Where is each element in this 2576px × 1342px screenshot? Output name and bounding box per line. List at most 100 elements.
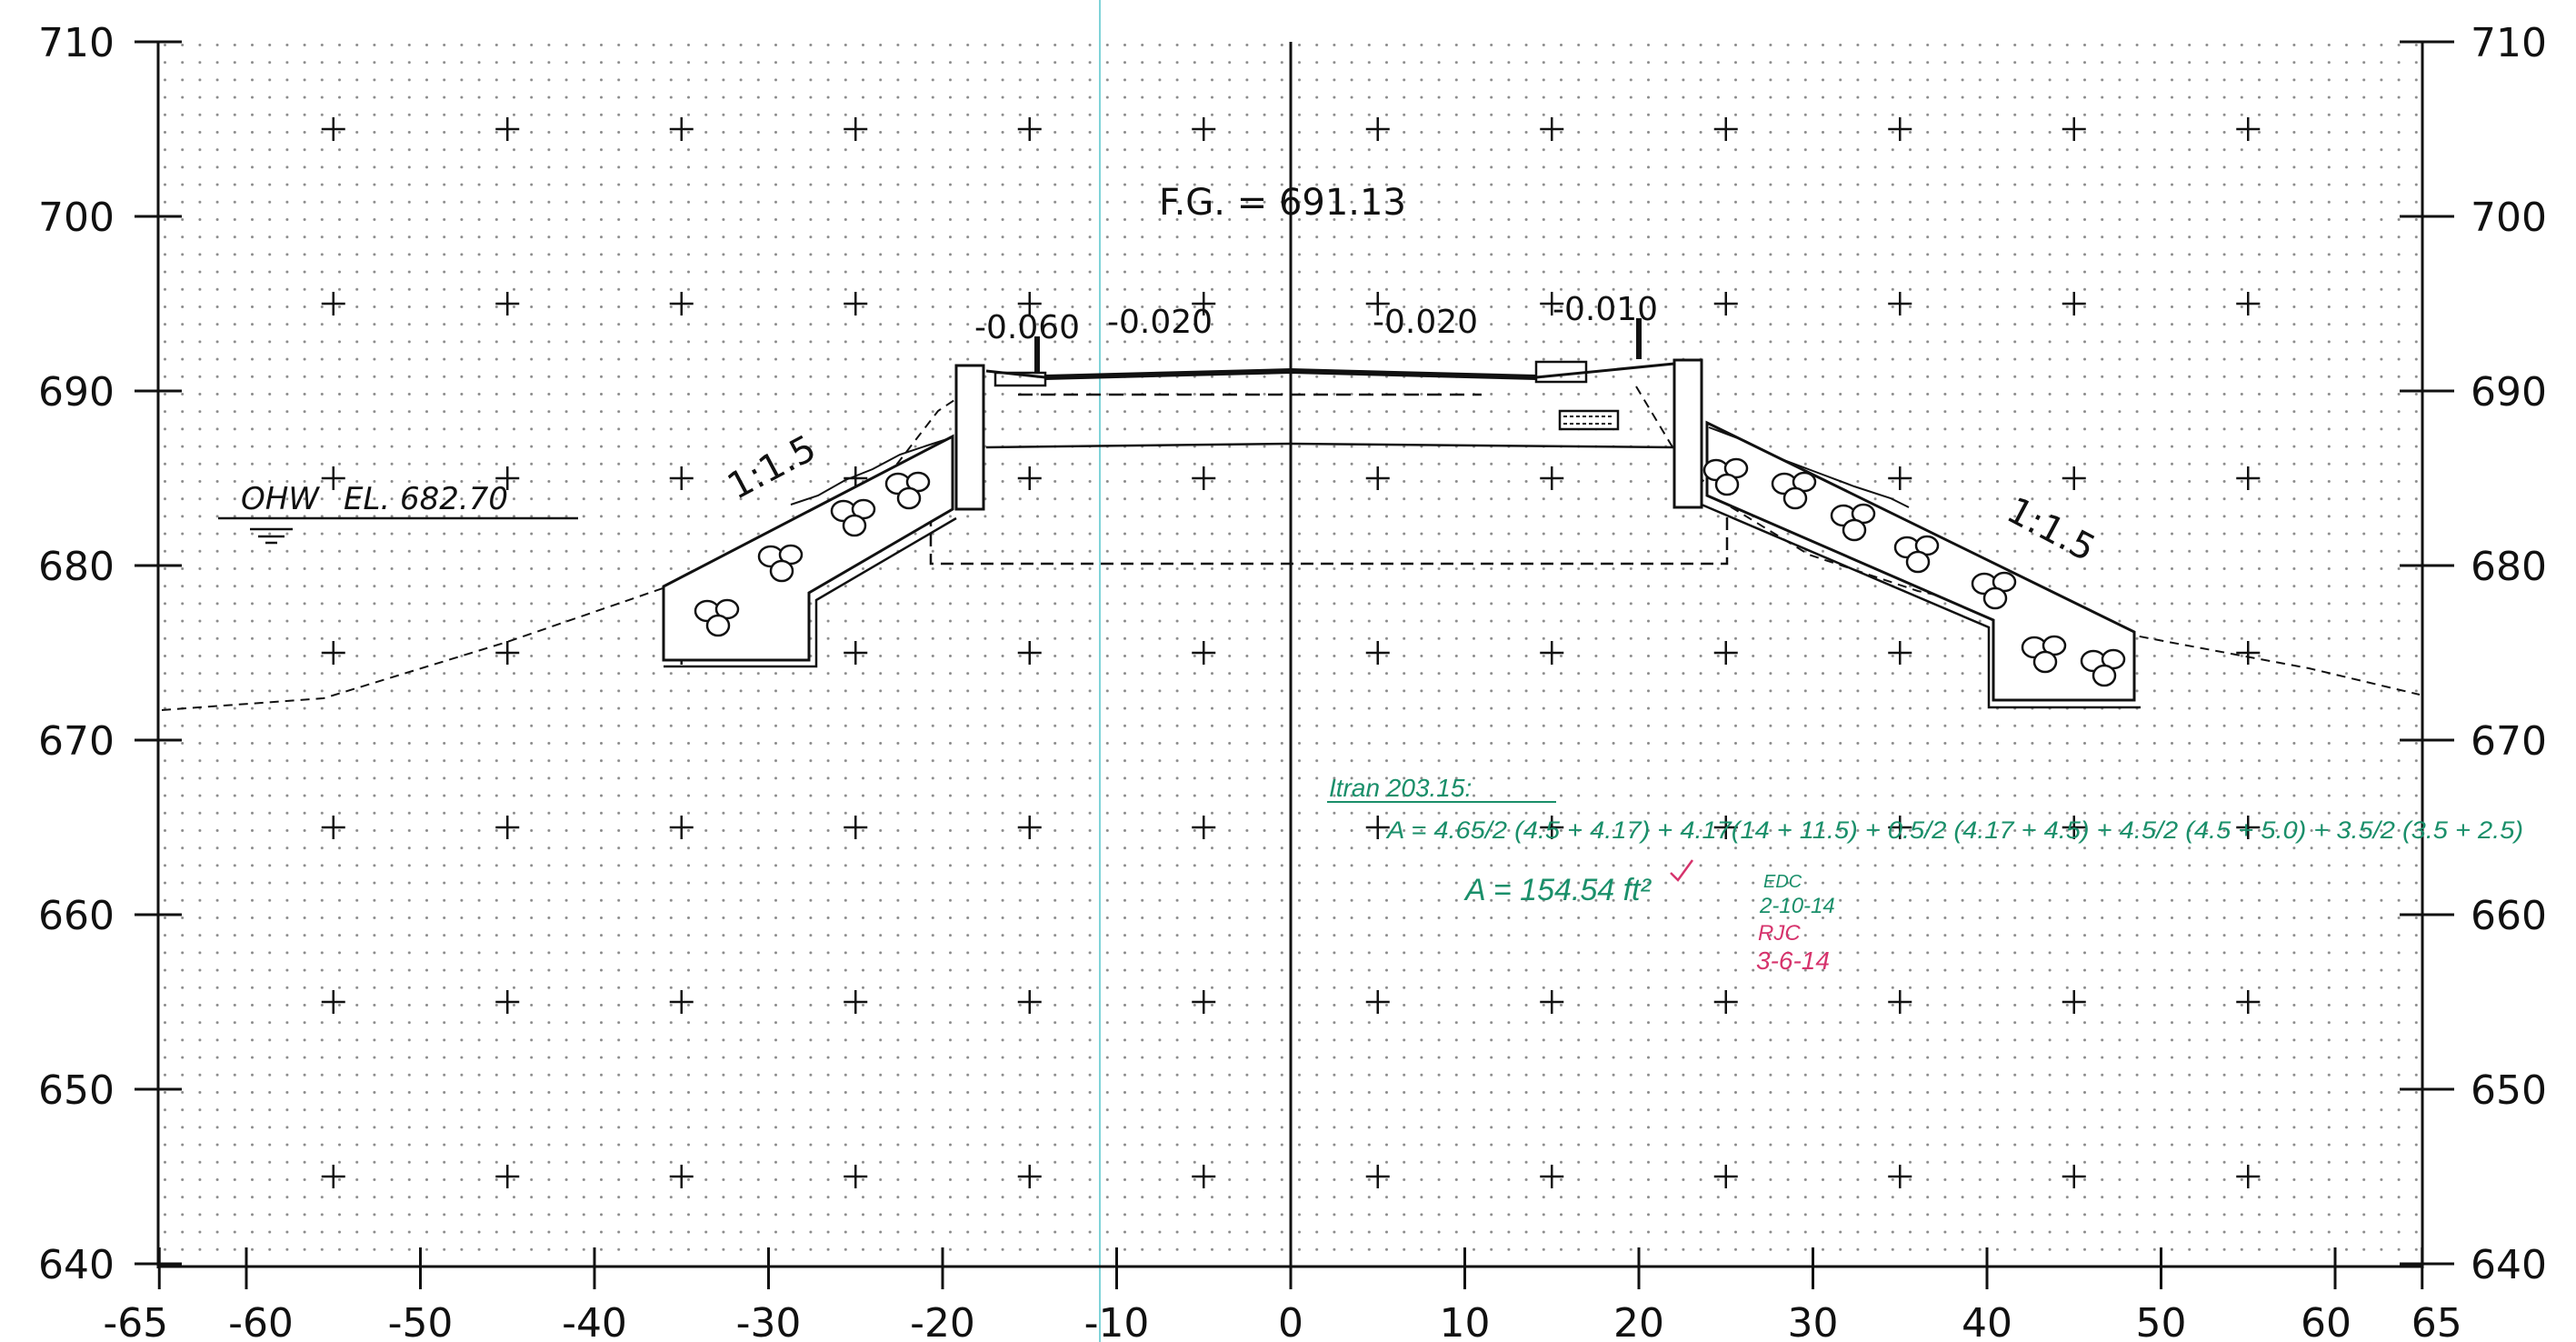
review-checkmark: [1670, 859, 1694, 882]
y-tick-label-left: 660: [38, 893, 115, 939]
x-tick-label: 50: [2136, 1300, 2187, 1342]
grid-plus-mark: [1888, 117, 1912, 141]
grid-plus-mark: [1192, 1165, 1216, 1188]
y-tick-label-left: 650: [38, 1067, 115, 1114]
y-tick-label-left: 700: [38, 195, 115, 241]
x-tick-label: -60: [228, 1300, 294, 1342]
grid-plus-mark: [495, 990, 520, 1014]
x-tick-label: 0: [1278, 1300, 1303, 1342]
grid-plus-mark: [669, 1165, 694, 1188]
grid-plus-mark: [1713, 1165, 1738, 1188]
grid-plus-mark: [2062, 117, 2086, 141]
grid-plus-mark: [1888, 466, 1912, 490]
riprap-stone: [1782, 486, 1808, 510]
y-tick-label-left: 710: [38, 20, 115, 66]
excavation-outline: [929, 514, 1729, 566]
grid-plus-mark: [844, 641, 868, 665]
right-railing-post: [1636, 318, 1642, 359]
grid-plus-mark: [844, 1165, 868, 1188]
grid-plus-mark: [321, 117, 345, 141]
grid-plus-mark: [2236, 292, 2261, 315]
right-riprap-footing: [1701, 503, 2141, 709]
grid-plus-mark: [2236, 990, 2261, 1014]
grid-plus-mark: [1365, 292, 1390, 315]
handwritten-review: RJC 3-6-14: [1670, 859, 1830, 975]
existing-ground-right: [1635, 386, 2421, 696]
riprap-stones: [694, 457, 2126, 687]
check-date-1: 2-10-14: [1759, 894, 1835, 918]
grid-plus-mark: [321, 816, 345, 839]
label-slope-right-outer: -0.010: [1553, 291, 1658, 328]
grid-plus-mark: [1017, 1165, 1042, 1188]
grid-plus-mark: [844, 117, 868, 141]
grid-plus-mark: [1540, 292, 1564, 315]
grid-plus-mark: [844, 816, 868, 839]
right-slope-surface-texture: [1708, 426, 1910, 508]
y-tick-label-right: 670: [2471, 718, 2547, 765]
y-tick-label-left: 690: [38, 369, 115, 416]
grid-plus-mark: [669, 117, 694, 141]
axis-tick-marks: [135, 40, 2454, 1289]
grid-plus-mark: [1017, 990, 1042, 1014]
left-barrier: [993, 371, 1047, 387]
x-tick-label: -40: [562, 1300, 627, 1342]
riprap-stone: [769, 559, 794, 583]
right-barrier: [1534, 360, 1588, 384]
grid-plus-mark: [1365, 641, 1390, 665]
grid-plus-mark: [1540, 117, 1564, 141]
x-tick-label: 40: [1962, 1300, 2012, 1342]
deck-right-curb: [1535, 362, 1675, 379]
label-ohw: OHW: [241, 481, 320, 517]
grid-plus-mark: [1192, 816, 1216, 839]
grid-plus-mark: [495, 466, 520, 490]
grid-plus-mark: [2062, 1165, 2086, 1188]
grid-plus-mark: [669, 990, 694, 1014]
grid-plus-mark: [2236, 466, 2261, 490]
grid-plus-mark: [1365, 466, 1390, 490]
grid-plus-mark: [1365, 990, 1390, 1014]
grid-plus-mark: [2236, 641, 2261, 665]
left-abutment: [954, 364, 985, 511]
grid-plus-mark: [495, 641, 520, 665]
x-tick-label: 60: [2301, 1300, 2351, 1342]
grid-plus-mark: [1017, 466, 1042, 490]
calc-heading: Itran 203.15:: [1329, 774, 1472, 802]
riprap-stone: [2032, 650, 2058, 674]
existing-ground-left: [161, 381, 983, 711]
grid-plus-mark: [1540, 466, 1564, 490]
grid-plus-mark: [1713, 641, 1738, 665]
left-slope-surface-texture: [790, 437, 951, 506]
grid-plus-mark: [844, 990, 868, 1014]
x-tick-label: -50: [388, 1300, 454, 1342]
grid-plus-mark: [1192, 990, 1216, 1014]
x-tick-label: 10: [1440, 1300, 1491, 1342]
check-initials-1: EDC: [1763, 872, 1802, 892]
grid-plus-mark: [1713, 292, 1738, 315]
grid-plus-mark: [1540, 1165, 1564, 1188]
grid-plus-mark: [1192, 292, 1216, 315]
riprap-stone: [1714, 473, 1740, 496]
handwritten-calculation: Itran 203.15: A = 4.65/2 (4.5 + 4.17) + …: [1327, 774, 2523, 918]
water-level-icon: [250, 527, 293, 545]
grid-plus-mark: [669, 466, 694, 490]
left-riprap-footing: [664, 516, 957, 668]
label-finished-grade: F.G. = 691.13: [1159, 182, 1406, 224]
deck-underside: [985, 442, 1675, 449]
grid-plus-mark: [2062, 990, 2086, 1014]
deck-top-surface: [1044, 367, 1537, 380]
grid-plus-mark: [1888, 990, 1912, 1014]
y-tick-label-right: 660: [2471, 893, 2547, 939]
y-tick-label-left: 640: [38, 1242, 115, 1288]
grid-plus-mark: [1365, 816, 1390, 839]
grid-plus-mark: [1365, 117, 1390, 141]
grid-plus-mark: [495, 816, 520, 839]
riprap-stone: [842, 514, 867, 537]
grid-plus-mark: [2236, 816, 2261, 839]
grid-plus-mark: [2062, 466, 2086, 490]
grid-plus-mark: [1192, 117, 1216, 141]
label-ohw-elevation: EL. 682.70: [344, 481, 508, 517]
grid-plus-mark: [495, 117, 520, 141]
check-date-2: 3-6-14: [1756, 946, 1830, 975]
riprap-stone: [705, 614, 731, 637]
